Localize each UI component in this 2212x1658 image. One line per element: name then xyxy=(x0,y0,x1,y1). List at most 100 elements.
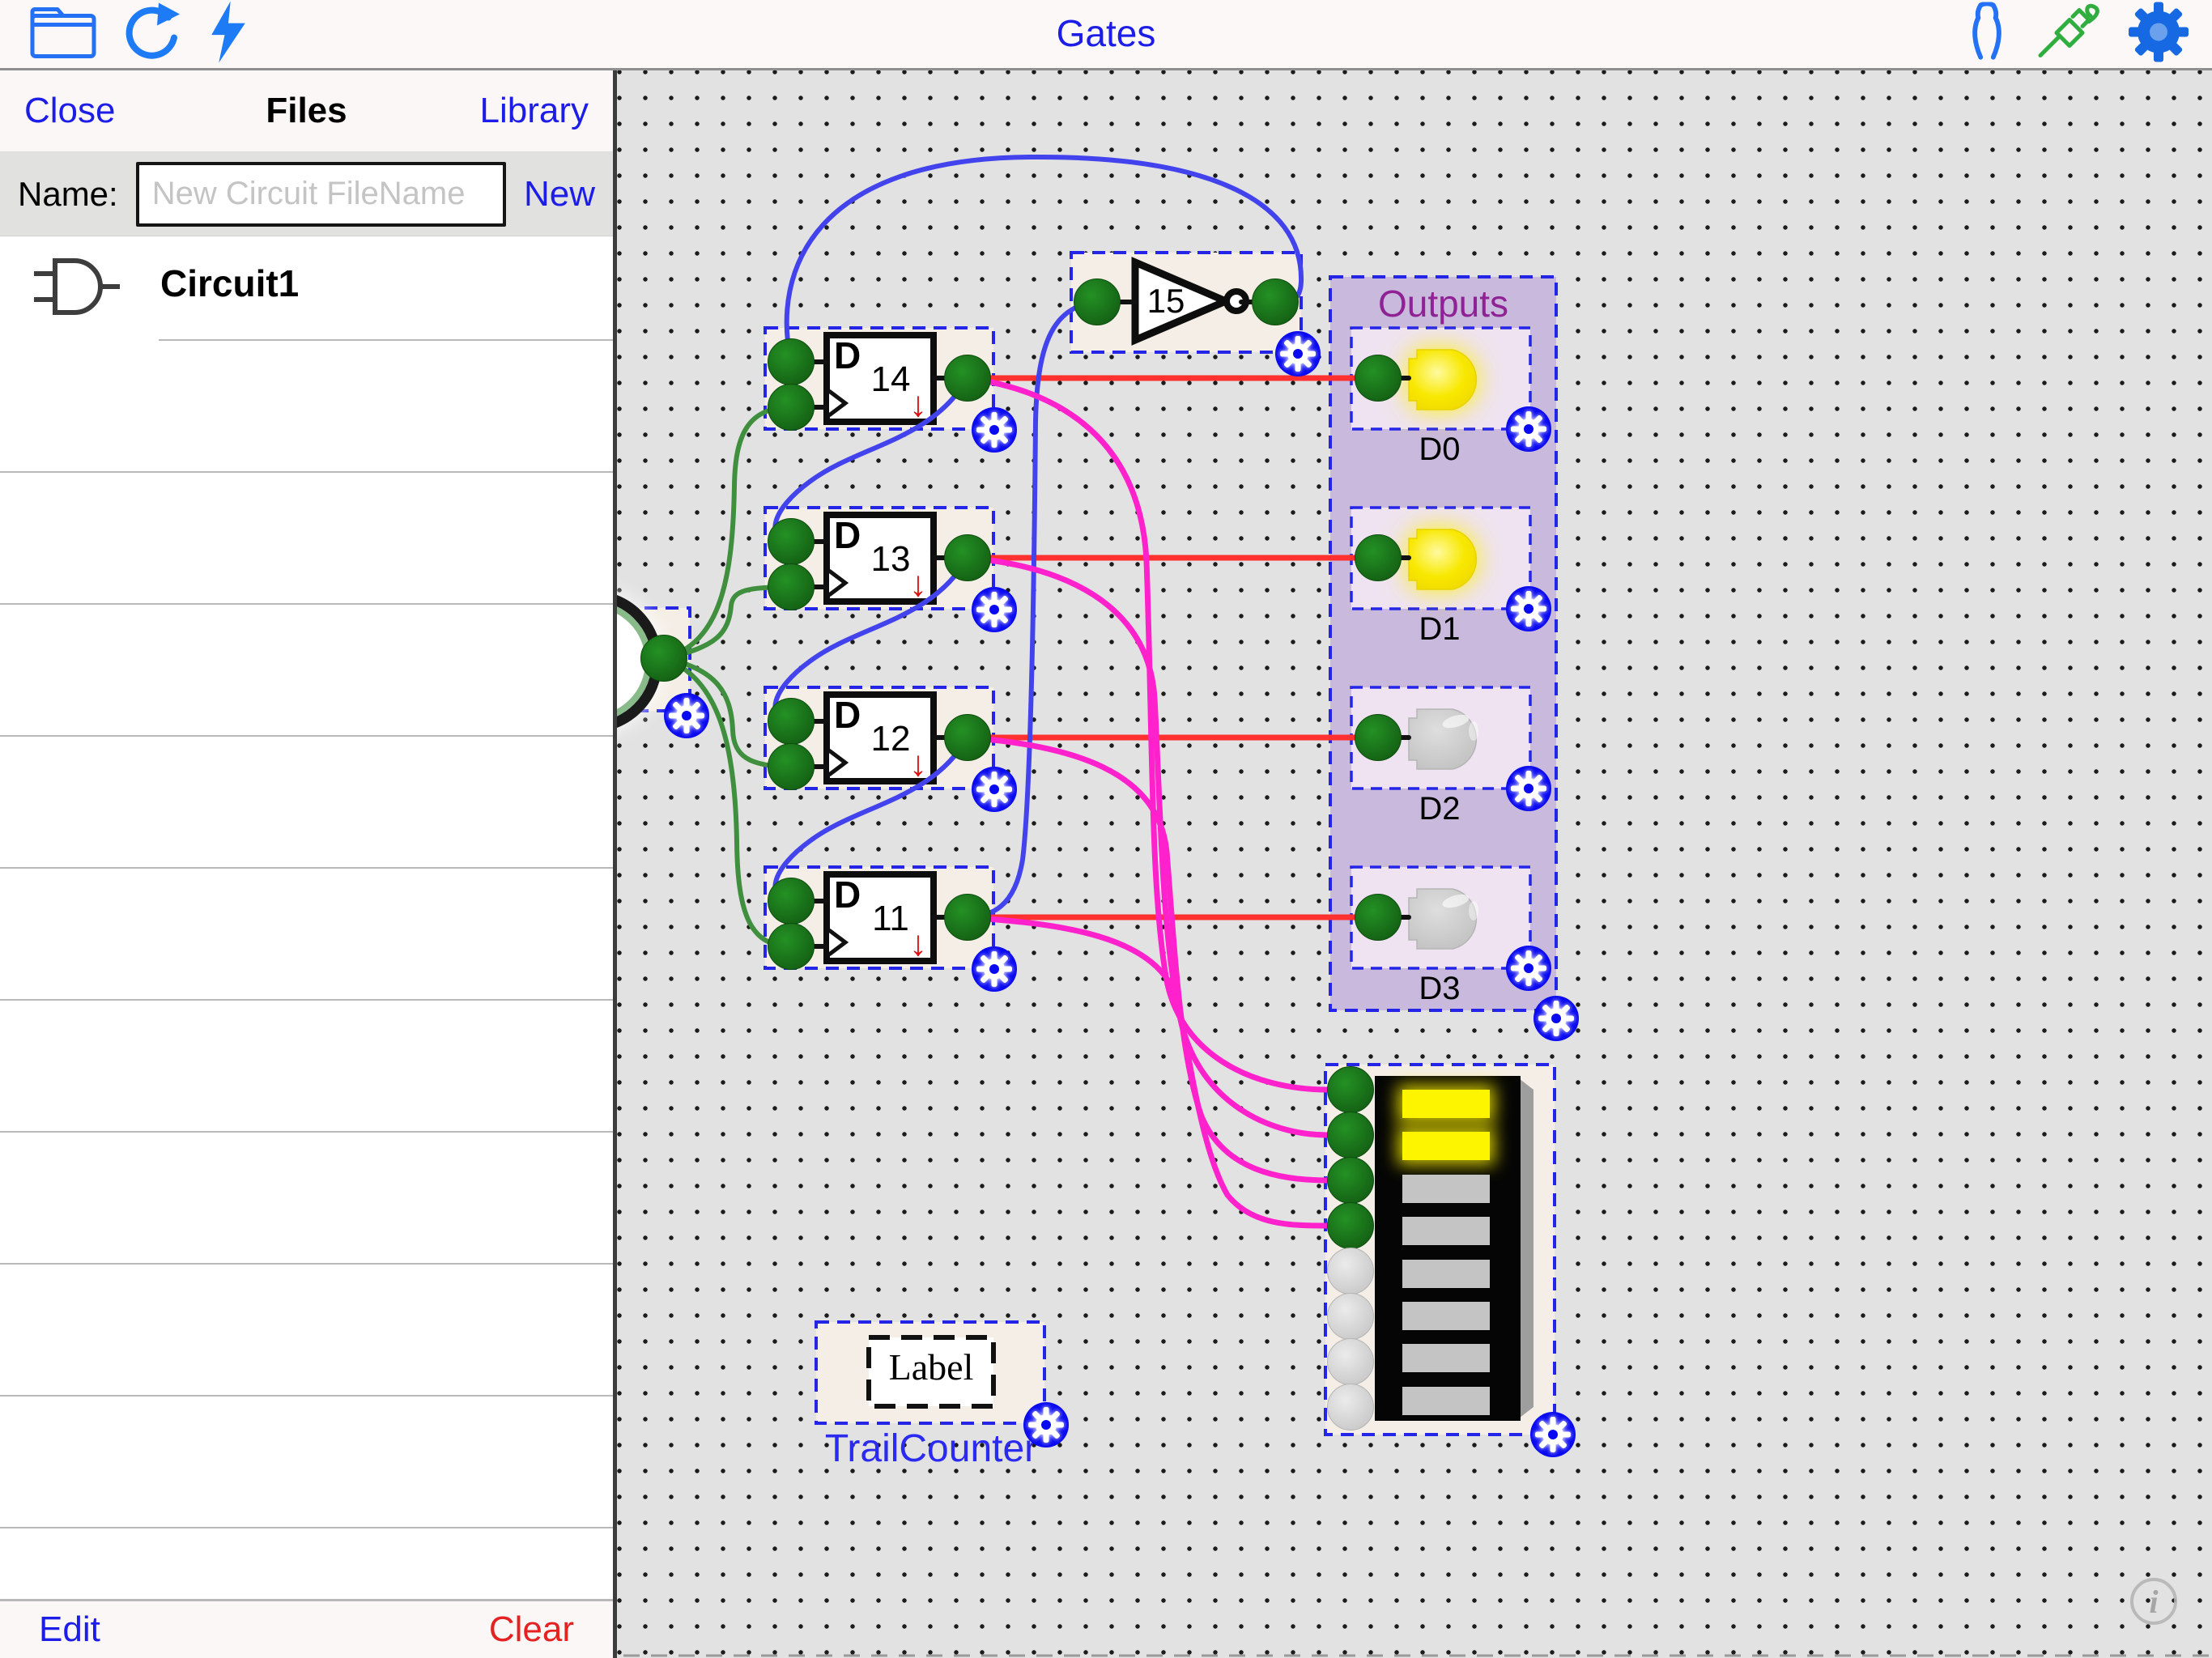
bargraph-segment-0 xyxy=(1402,1090,1490,1118)
connection-pin[interactable] xyxy=(944,714,991,761)
list-separator xyxy=(159,339,613,341)
wire-q-to-bargraph-2 xyxy=(964,734,1331,1184)
connection-pin[interactable] xyxy=(768,338,815,385)
outputs-group-title: Outputs xyxy=(1377,283,1509,325)
connection-pin[interactable] xyxy=(640,635,687,682)
files-panel: Close Files Library Name: New Circuit1 E… xyxy=(0,70,617,1658)
component-settings-gear-icon[interactable] xyxy=(1506,946,1551,991)
led-label-D1: D1 xyxy=(1419,611,1461,647)
connection-pin[interactable] xyxy=(768,698,815,745)
list-separator xyxy=(0,1395,613,1397)
component-settings-gear-icon[interactable] xyxy=(1534,996,1579,1041)
edit-button[interactable]: Edit xyxy=(39,1609,100,1649)
component-settings-gear-icon[interactable] xyxy=(664,693,709,738)
falling-edge-arrow-icon: ↓ xyxy=(909,924,927,963)
bargraph-segment-5 xyxy=(1402,1302,1490,1330)
connection-pin[interactable] xyxy=(1074,278,1121,325)
connection-pin[interactable] xyxy=(1327,1384,1374,1431)
clear-button[interactable]: Clear xyxy=(488,1609,574,1649)
connection-pin[interactable] xyxy=(1355,534,1402,581)
lightning-icon[interactable] xyxy=(207,1,249,67)
and-gate-icon xyxy=(28,251,126,326)
led-D1[interactable] xyxy=(1406,524,1499,599)
component-settings-gear-icon[interactable] xyxy=(972,767,1017,812)
name-label: Name: xyxy=(18,174,118,213)
connection-pin[interactable] xyxy=(1327,1202,1374,1249)
component-settings-gear-icon[interactable] xyxy=(1506,766,1551,811)
text-label[interactable]: Label xyxy=(888,1346,974,1388)
led-D2[interactable] xyxy=(1406,704,1499,779)
new-button[interactable]: New xyxy=(523,173,595,214)
pliers-icon[interactable] xyxy=(1966,1,2008,66)
clock-input-triangle-icon xyxy=(827,389,849,422)
component-settings-gear-icon[interactable] xyxy=(972,946,1017,992)
new-file-row: Name: New xyxy=(0,152,613,236)
component-settings-gear-icon[interactable] xyxy=(1506,586,1551,631)
connection-pin[interactable] xyxy=(768,878,815,925)
bargraph-display[interactable] xyxy=(1375,1076,1521,1421)
connection-pin[interactable] xyxy=(768,923,815,970)
list-separator xyxy=(0,999,613,1001)
connection-pin[interactable] xyxy=(944,355,991,402)
connection-pin[interactable] xyxy=(1327,1112,1374,1158)
component-settings-gear-icon[interactable] xyxy=(972,407,1017,453)
settings-gear-icon[interactable] xyxy=(2128,2,2189,67)
led-D3[interactable] xyxy=(1406,883,1499,959)
led-label-D3: D3 xyxy=(1419,971,1461,1006)
list-separator xyxy=(0,603,613,605)
files-panel-header: Close Files Library xyxy=(0,70,613,152)
wire-q-to-bargraph-1 xyxy=(964,555,1331,1138)
led-label-D2: D2 xyxy=(1419,791,1461,827)
component-settings-gear-icon[interactable] xyxy=(1506,406,1551,452)
connection-pin[interactable] xyxy=(1252,278,1299,325)
component-settings-gear-icon[interactable] xyxy=(1275,331,1321,376)
label-caption: TrailCounter xyxy=(824,1427,1038,1470)
connection-pin[interactable] xyxy=(1327,1066,1374,1113)
folder-icon[interactable] xyxy=(26,4,100,65)
file-list: Circuit1 xyxy=(0,235,613,1599)
connection-pin[interactable] xyxy=(1355,714,1402,761)
file-name: Circuit1 xyxy=(160,262,300,304)
component-settings-gear-icon[interactable] xyxy=(972,587,1017,632)
connection-pin[interactable] xyxy=(768,743,815,790)
filename-input[interactable] xyxy=(135,161,506,227)
connection-pin[interactable] xyxy=(1327,1338,1374,1385)
component-settings-gear-icon[interactable] xyxy=(1023,1402,1069,1448)
app-title: Gates xyxy=(1056,11,1156,54)
file-item-circuit1[interactable]: Circuit1 xyxy=(0,235,613,339)
clock-input-triangle-icon xyxy=(827,928,849,961)
probe-icon[interactable] xyxy=(2037,3,2107,65)
bargraph-segment-7 xyxy=(1402,1386,1490,1415)
connection-pin[interactable] xyxy=(944,534,991,581)
list-separator xyxy=(0,735,613,737)
connection-pin[interactable] xyxy=(768,518,815,565)
list-separator xyxy=(0,1131,613,1133)
connection-pin[interactable] xyxy=(1327,1293,1374,1340)
files-panel-footer: Edit Clear xyxy=(0,1599,613,1658)
falling-edge-arrow-icon: ↓ xyxy=(909,564,927,604)
redo-icon[interactable] xyxy=(118,2,181,67)
panel-title: Files xyxy=(266,91,347,130)
list-separator xyxy=(0,471,613,473)
connection-pin[interactable] xyxy=(768,384,815,431)
bargraph-segment-4 xyxy=(1402,1259,1490,1288)
close-button[interactable]: Close xyxy=(24,91,116,130)
connection-pin[interactable] xyxy=(768,563,815,610)
toolbar: Gates xyxy=(0,0,2212,70)
connection-pin[interactable] xyxy=(1355,355,1402,402)
wire-q-to-bargraph-3 xyxy=(964,914,1331,1229)
bargraph-segment-3 xyxy=(1402,1217,1490,1246)
connection-pin[interactable] xyxy=(944,894,991,941)
info-icon[interactable]: i xyxy=(2130,1578,2177,1625)
led-D0[interactable] xyxy=(1406,344,1499,419)
clock-input-triangle-icon xyxy=(827,748,849,781)
component-settings-gear-icon[interactable] xyxy=(1530,1412,1576,1457)
connection-pin[interactable] xyxy=(1355,894,1402,941)
connection-pin[interactable] xyxy=(1327,1248,1374,1295)
connection-pin[interactable] xyxy=(1327,1157,1374,1204)
library-button[interactable]: Library xyxy=(479,91,589,130)
